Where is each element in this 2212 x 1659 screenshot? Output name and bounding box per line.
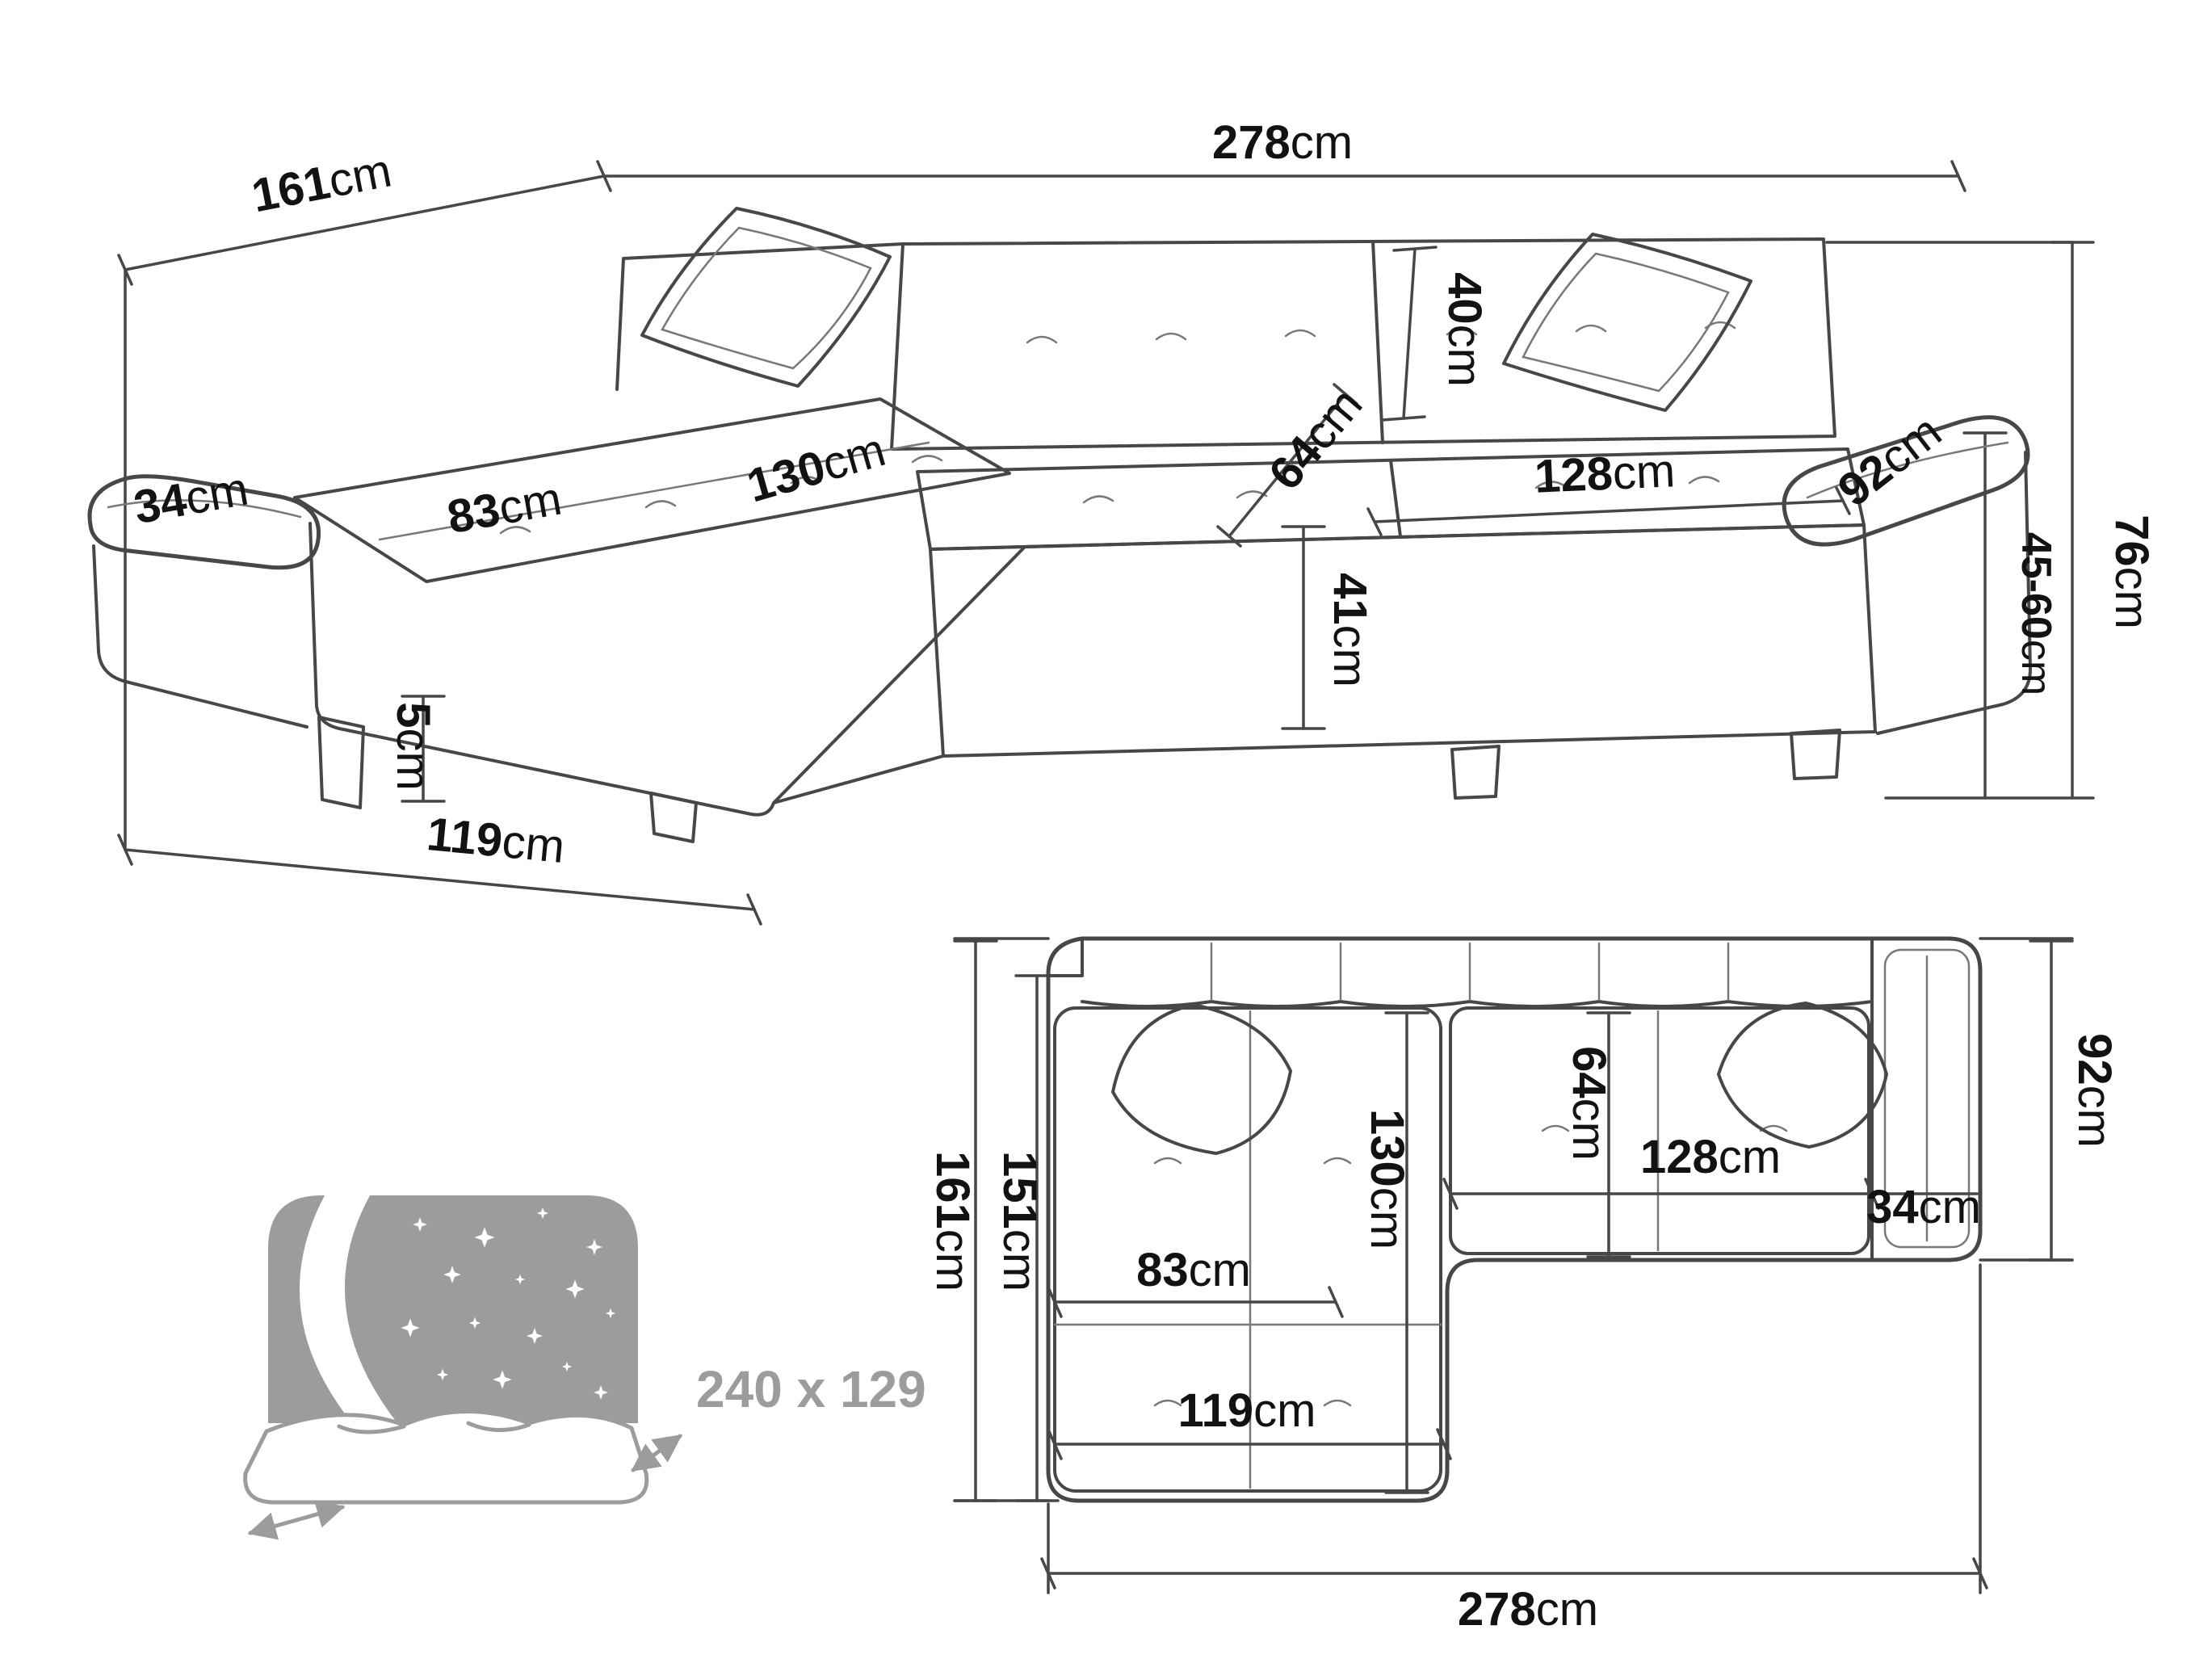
right-pillow bbox=[1502, 233, 1752, 412]
dim-total-height: 76cm bbox=[2105, 514, 2158, 629]
moon-crescent-icon bbox=[299, 1195, 397, 1423]
plan-dim-total-width: 278cm bbox=[1458, 1583, 1598, 1636]
unfold-arrow bbox=[631, 1434, 682, 1472]
plan-dim-chaise-width: 119cm bbox=[1178, 1384, 1316, 1437]
seat-width-dim bbox=[1366, 486, 1851, 536]
left-armrest bbox=[87, 474, 321, 729]
backrest bbox=[615, 237, 1836, 451]
dim-seat-cushion-width: 128cm bbox=[1534, 444, 1677, 503]
plan-dim-seat-depth: 64cm bbox=[1563, 1046, 1615, 1161]
right-armrest bbox=[1782, 415, 2032, 735]
dim-chaise-cushion-width: 83cm bbox=[443, 472, 565, 544]
plan-backrest bbox=[1081, 942, 1874, 1008]
seat-depth-dim bbox=[1216, 383, 1358, 548]
bed-mattress bbox=[243, 1409, 649, 1505]
dim-leg-height: 5cm bbox=[387, 702, 439, 791]
dim-armrest-length: 92cm bbox=[1828, 405, 1951, 517]
sleeping-function-icon: 240 x 129 bbox=[243, 1195, 926, 1540]
bed-pillow-seams bbox=[337, 1421, 531, 1434]
seat-height-dim bbox=[1281, 525, 1326, 730]
plan-chaise-cushion bbox=[1053, 1006, 1442, 1493]
dim-backrest-cushion-height: 40cm bbox=[1438, 272, 1491, 387]
dim-total-depth: 161cm bbox=[248, 144, 396, 222]
chaise-section bbox=[293, 397, 1026, 817]
leg-height-dim bbox=[401, 695, 446, 803]
sleeping-area-size-label: 240 x 129 bbox=[696, 1360, 926, 1418]
dim-chaise-depth: 119cm bbox=[425, 808, 567, 873]
seat-section bbox=[916, 447, 1877, 758]
plan-dim-armrest-depth: 92cm bbox=[2068, 1033, 2121, 1148]
plan-dim-right-armrest-width: 34cm bbox=[1866, 1181, 1981, 1233]
sofa-legs bbox=[317, 716, 1841, 843]
plan-right-pillow bbox=[1717, 1002, 1888, 1149]
plan-dim-chaise-cushion-length: 130cm bbox=[1361, 1109, 1413, 1250]
plan-dim-chaise-cushion-width: 83cm bbox=[1136, 1244, 1251, 1296]
plan-dimension-lines bbox=[953, 937, 2074, 1594]
perspective-frame bbox=[117, 160, 1966, 926]
plan-dim-seat-cushion-width: 128cm bbox=[1640, 1131, 1781, 1183]
dim-left-armrest-width: 34cm bbox=[130, 462, 252, 534]
dim-armrest-height-range: 45-60cm bbox=[2013, 532, 2059, 695]
plan-dim-inner-depth: 151cm bbox=[993, 1151, 1046, 1292]
perspective-view: 278cm 161cm 34cm 83cm 130cm 40cm 64cm 12… bbox=[87, 116, 2158, 926]
dim-total-width: 278cm bbox=[1212, 116, 1353, 169]
backrest-height-dim bbox=[1381, 246, 1438, 422]
left-pillow bbox=[640, 207, 892, 388]
fold-out-arrow bbox=[247, 1500, 346, 1540]
dim-seat-height: 41cm bbox=[1324, 573, 1376, 687]
plan-seat-cushions bbox=[1449, 1006, 1870, 1255]
plan-view: 161cm 151cm 130cm 64cm 128cm 34cm 83cm 1… bbox=[926, 936, 2121, 1636]
plan-dim-total-depth: 161cm bbox=[926, 1151, 979, 1292]
plan-left-pillow bbox=[1111, 1003, 1292, 1155]
